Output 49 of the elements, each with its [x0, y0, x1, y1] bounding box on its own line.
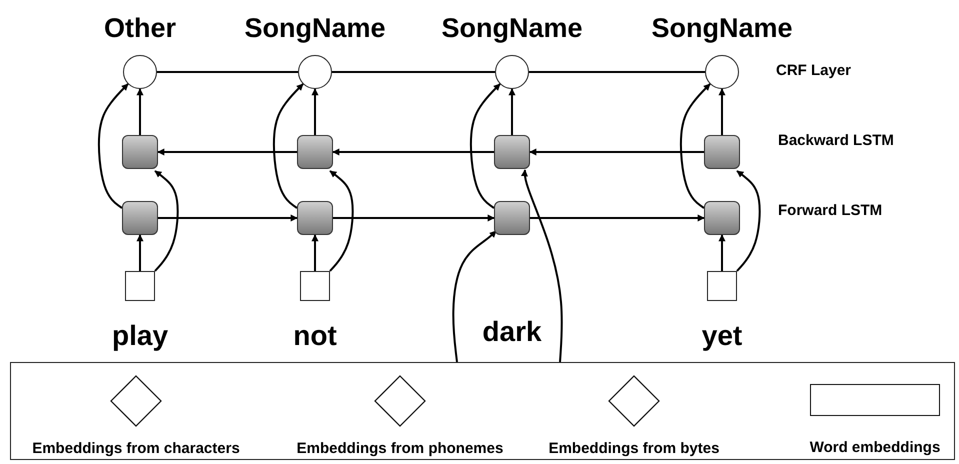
node-label: Embeddings from bytes [548, 440, 720, 457]
word-label: yet [700, 320, 744, 352]
embeddings-panel [10, 362, 955, 460]
arrow [329, 170, 354, 272]
input-square [125, 271, 155, 301]
lstm-cell [297, 135, 333, 169]
lstm-cell [494, 135, 530, 169]
arrow [136, 234, 144, 271]
arrow [312, 234, 318, 271]
arrow [136, 88, 144, 135]
input-square [707, 271, 737, 301]
arrow [520, 169, 563, 362]
tag-label: SongName [243, 13, 387, 44]
arrow [508, 88, 516, 135]
arrow [158, 214, 298, 222]
word-label: play [110, 320, 170, 352]
layer-label: CRF Layer [776, 62, 852, 79]
arrow [452, 230, 497, 362]
arrow [98, 83, 129, 209]
lstm-cell [494, 201, 530, 235]
arrow [736, 170, 761, 272]
arrow [332, 148, 494, 156]
lstm-cell [122, 201, 158, 235]
node-label: Embeddings from phonemes [296, 440, 504, 457]
arrow [530, 214, 705, 222]
node-label: Embeddings from characters [31, 440, 241, 457]
arrow [718, 88, 726, 135]
tag-label: Other [102, 13, 177, 44]
arrow [157, 148, 297, 156]
lstm-cell [704, 135, 740, 169]
arrow [312, 88, 318, 135]
lstm-cell [122, 135, 158, 169]
arrow [718, 234, 726, 271]
arrow [154, 170, 179, 272]
tag-label: SongName [650, 13, 794, 44]
lstm-cell [704, 201, 740, 235]
arrow [470, 83, 501, 209]
arrow [529, 148, 704, 156]
layer-label: Forward LSTM [778, 202, 882, 219]
tag-label: SongName [440, 13, 584, 44]
arrow [680, 83, 711, 209]
layer-label: Backward LSTM [778, 132, 894, 149]
node-label: Word embeddings [808, 439, 942, 456]
arrow [333, 214, 495, 222]
input-square [300, 271, 330, 301]
word-label: not [292, 320, 338, 352]
arrow [272, 83, 304, 209]
word-label: dark [481, 316, 543, 348]
lstm-cell [297, 201, 333, 235]
